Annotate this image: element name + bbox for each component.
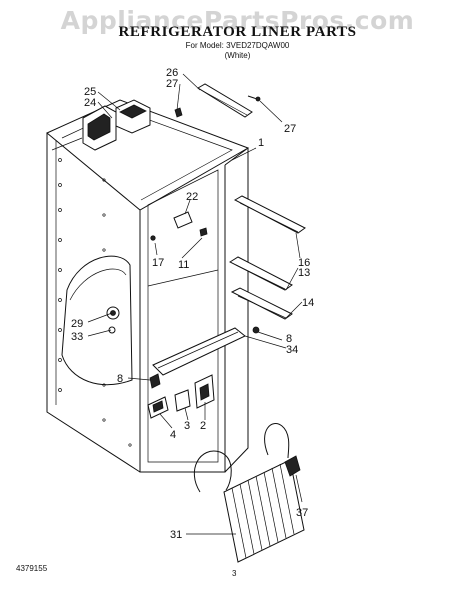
callout-4: 4 xyxy=(170,429,176,441)
callout-2: 2 xyxy=(200,420,206,432)
footer-page-number: 3 xyxy=(232,569,237,578)
shelf-rails xyxy=(228,195,306,320)
leader-lines xyxy=(87,73,303,535)
diagram-title: REFRIGERATOR LINER PARTS xyxy=(118,24,357,40)
callout-8-left: 8 xyxy=(117,373,123,385)
callout-14: 14 xyxy=(302,297,314,309)
lower-brackets xyxy=(147,374,215,419)
callout-27-top: 27 xyxy=(166,78,178,90)
callout-13: 13 xyxy=(298,267,310,279)
callout-29: 29 xyxy=(71,318,83,330)
liner-cabinet xyxy=(46,99,250,473)
top-trim-strip xyxy=(174,83,261,118)
callout-labels: 25 24 26 27 27 1 22 17 11 16 13 14 29 33… xyxy=(71,67,314,541)
callout-8-right: 8 xyxy=(286,333,292,345)
callout-37: 37 xyxy=(296,507,308,519)
callout-3: 3 xyxy=(184,420,190,432)
inner-brackets xyxy=(150,211,208,241)
callout-22: 22 xyxy=(186,191,198,203)
callout-17: 17 xyxy=(152,257,164,269)
watermark-text: AppliancePartsPros.com xyxy=(60,6,415,35)
callout-27-right: 27 xyxy=(284,123,296,135)
color-line: (White) xyxy=(224,51,251,60)
callout-24: 24 xyxy=(84,97,96,109)
callout-1: 1 xyxy=(258,137,264,149)
callout-25: 25 xyxy=(84,86,96,98)
callout-26: 26 xyxy=(166,67,178,79)
control-housing xyxy=(51,99,151,151)
drawer-basket xyxy=(194,423,305,563)
footer-part-code: 4379155 xyxy=(16,564,48,573)
callout-33: 33 xyxy=(71,331,83,343)
callout-11: 11 xyxy=(178,259,189,271)
callout-34: 34 xyxy=(286,344,298,356)
model-line: For Model: 3VED27DQAW00 xyxy=(185,41,290,50)
crisper-rail xyxy=(149,326,260,389)
callout-16: 16 xyxy=(298,257,310,269)
damper-assembly xyxy=(106,306,120,334)
callout-31: 31 xyxy=(170,529,182,541)
